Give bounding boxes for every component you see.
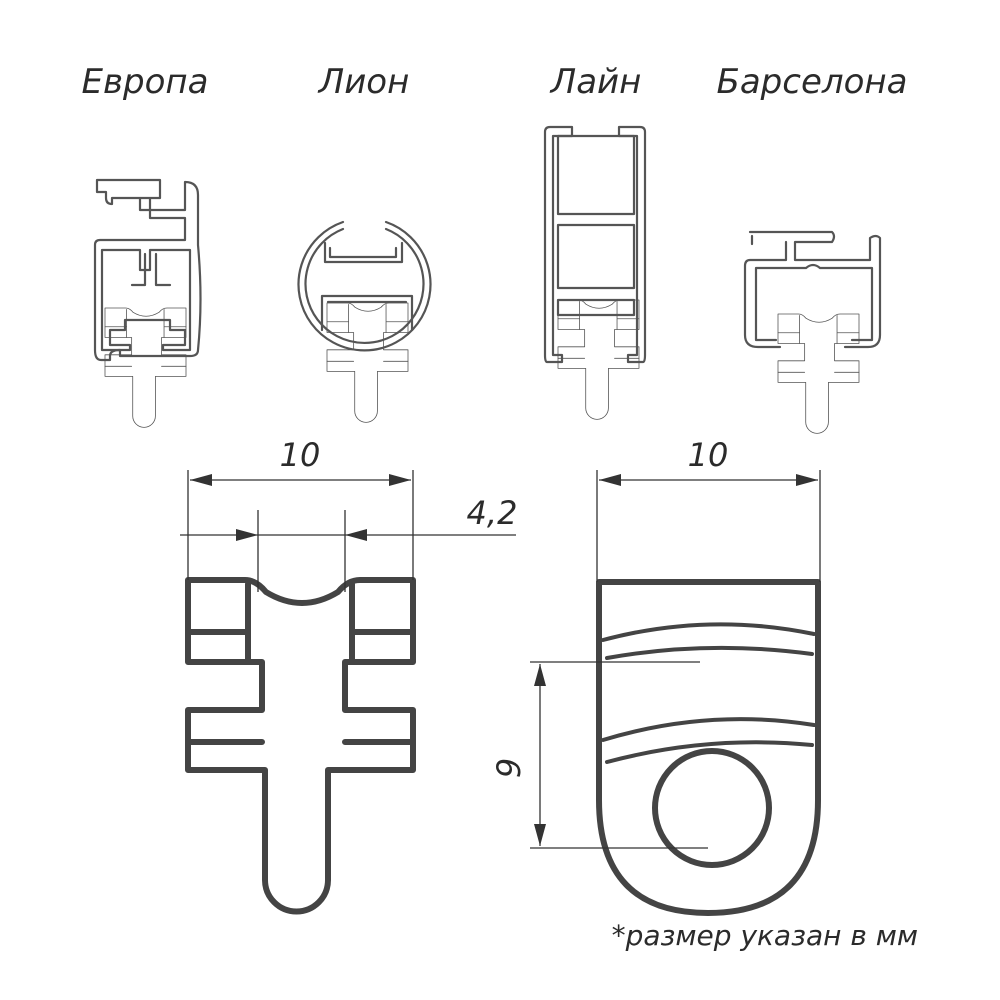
- slider-line: [557, 299, 640, 420]
- dim-right-width-label: 10: [688, 436, 729, 474]
- profile-label-barcelona: Барселона: [717, 62, 908, 102]
- profile-label-line: Лайн: [549, 62, 642, 102]
- profile-label-europa: Европа: [82, 62, 209, 102]
- dim-left-width-label: 10: [280, 436, 321, 474]
- dimension-left-width: [187, 470, 414, 580]
- profile-label-lion: Лион: [317, 62, 410, 102]
- slider-lion: [326, 302, 409, 423]
- profile-europa: [93, 178, 202, 362]
- profile-line: [543, 125, 647, 364]
- dimension-right-height: [530, 661, 708, 849]
- dimension-right-width: [596, 470, 821, 582]
- slider-side-view: [596, 579, 821, 916]
- dim-left-neck-label: 4,2: [467, 494, 518, 532]
- dim-right-height-label: 9: [490, 758, 528, 778]
- profile-barcelona: [743, 230, 882, 349]
- units-footnote: *размер указан в мм: [612, 919, 918, 952]
- dimension-left-neck: [180, 510, 516, 592]
- slider-barcelona: [777, 313, 860, 434]
- slider-front-view: [188, 580, 413, 912]
- profile-lion: [297, 220, 432, 352]
- slider-europa: [104, 307, 187, 428]
